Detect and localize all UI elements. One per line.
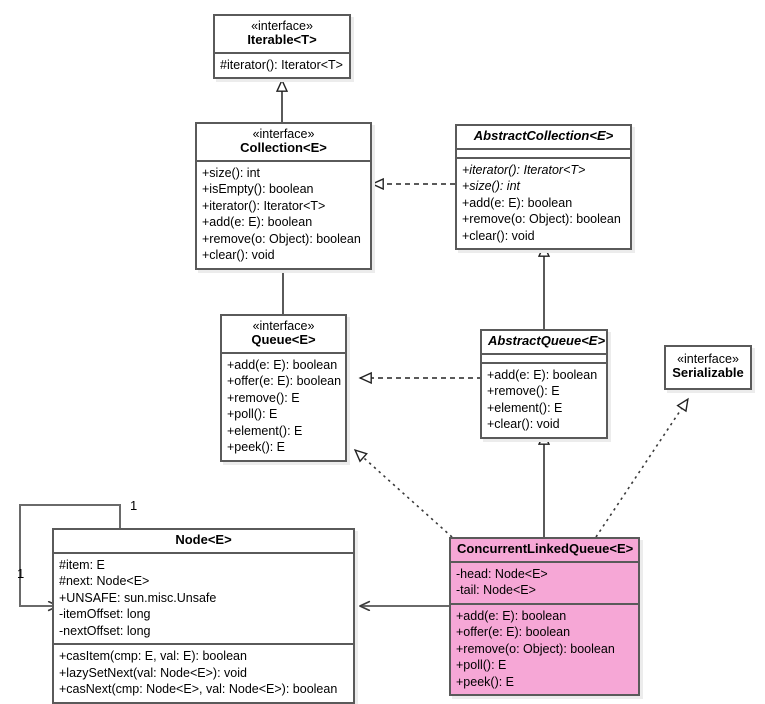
class-box-iterable[interactable]: «interface» Iterable<T> #iterator(): Ite… [213, 14, 351, 80]
class-methods-concurrent-linked-queue: +add(e: E): boolean +offer(e: E): boolea… [451, 602, 638, 695]
class-box-serializable[interactable]: «interface» Serializable [664, 345, 752, 390]
class-header-node: Node<E> [54, 530, 353, 552]
member-item: +size(): int [462, 179, 521, 194]
class-name-collection: Collection<E> [240, 140, 327, 155]
class-header-queue: «interface» Queue<E> [222, 316, 345, 352]
class-name-abstract-collection: AbstractCollection<E> [473, 128, 614, 143]
member-item: +UNSAFE: sun.misc.Unsafe [59, 590, 217, 605]
member-item: +iterator(): Iterator<T> [462, 162, 586, 177]
member-item: +offer(e: E): boolean [456, 625, 571, 640]
class-methods-queue: +add(e: E): boolean +offer(e: E): boolea… [222, 351, 345, 460]
member-item: #item: E [59, 557, 105, 572]
member-item: +remove(o: Object): boolean [202, 231, 361, 246]
class-header-abstract-queue: AbstractQueue<E> [482, 331, 606, 353]
member-item: +poll(): E [456, 658, 507, 673]
member-item: #next: Node<E> [59, 574, 150, 589]
class-name-concurrent-linked-queue: ConcurrentLinkedQueue<E> [457, 541, 634, 556]
multiplicity-node-self-bottom: 1 [17, 566, 25, 581]
member-item: +casNext(cmp: Node<E>, val: Node<E>): bo… [59, 682, 338, 697]
class-attributes-concurrent-linked-queue: -head: Node<E> -tail: Node<E> [451, 560, 638, 603]
multiplicity-node-self-top: 1 [130, 498, 138, 513]
member-item: +element(): E [487, 400, 563, 415]
class-stereotype-iterable: «interface» [251, 19, 313, 33]
class-methods-abstract-collection: +iterator(): Iterator<T> +size(): int +a… [457, 156, 630, 249]
class-header-collection: «interface» Collection<E> [197, 124, 370, 160]
class-attributes-abstract-queue [482, 352, 606, 362]
member-item: +lazySetNext(val: Node<E>): void [59, 665, 247, 680]
member-item: +peek(): E [456, 674, 515, 689]
member-item: +add(e: E): boolean [202, 215, 313, 230]
member-item: +peek(): E [227, 440, 286, 455]
member-item: +remove(o: Object): boolean [456, 641, 615, 656]
class-attributes-abstract-collection [457, 147, 630, 157]
class-box-node[interactable]: Node<E> #item: E #next: Node<E> +UNSAFE:… [52, 528, 355, 704]
member-item: +add(e: E): boolean [462, 195, 573, 210]
class-methods-node: +casItem(cmp: E, val: E): boolean +lazyS… [54, 643, 353, 702]
member-item: -tail: Node<E> [456, 583, 536, 598]
class-box-abstract-queue[interactable]: AbstractQueue<E> +add(e: E): boolean +re… [480, 329, 608, 439]
member-item: +add(e: E): boolean [487, 367, 598, 382]
member-item: +remove(o: Object): boolean [462, 212, 621, 227]
edge-clq-implements-serializable [595, 399, 688, 538]
class-name-iterable: Iterable<T> [247, 32, 317, 47]
member-item: +clear(): void [462, 228, 535, 243]
member-item: +remove(): E [487, 384, 560, 399]
class-name-serializable: Serializable [672, 365, 744, 380]
member-item: +clear(): void [487, 417, 560, 432]
class-methods-abstract-queue: +add(e: E): boolean +remove(): E +elemen… [482, 361, 606, 437]
member-item: +offer(e: E): boolean [227, 374, 342, 389]
edge-clq-implements-queue [355, 450, 453, 538]
class-methods-iterable: #iterator(): Iterator<T> [215, 51, 349, 78]
class-box-concurrent-linked-queue[interactable]: ConcurrentLinkedQueue<E> -head: Node<E> … [449, 537, 640, 697]
member-item: #iterator(): Iterator<T> [220, 57, 343, 72]
member-item: +remove(): E [227, 390, 300, 405]
member-item: +casItem(cmp: E, val: E): boolean [59, 649, 247, 664]
class-stereotype-queue: «interface» [252, 319, 315, 333]
class-name-node: Node<E> [175, 532, 232, 547]
member-item: +size(): int [202, 165, 261, 180]
class-header-iterable: «interface» Iterable<T> [215, 16, 349, 52]
member-item: -head: Node<E> [456, 566, 548, 581]
class-box-collection[interactable]: «interface» Collection<E> +size(): int +… [195, 122, 372, 270]
member-item: -itemOffset: long [59, 607, 151, 622]
class-stereotype-serializable: «interface» [677, 352, 739, 366]
member-item: +element(): E [227, 423, 303, 438]
class-box-abstract-collection[interactable]: AbstractCollection<E> +iterator(): Itera… [455, 124, 632, 251]
class-header-concurrent-linked-queue: ConcurrentLinkedQueue<E> [451, 539, 638, 561]
class-methods-collection: +size(): int +isEmpty(): boolean +iterat… [197, 159, 370, 268]
class-name-abstract-queue: AbstractQueue<E> [488, 333, 606, 348]
member-item: +add(e: E): boolean [227, 357, 338, 372]
class-header-serializable: «interface» Serializable [666, 347, 750, 388]
member-item: +clear(): void [202, 248, 275, 263]
class-box-queue[interactable]: «interface» Queue<E> +add(e: E): boolean… [220, 314, 347, 462]
member-item: +poll(): E [227, 407, 278, 422]
class-stereotype-collection: «interface» [252, 127, 315, 141]
member-item: +add(e: E): boolean [456, 608, 567, 623]
member-item: -nextOffset: long [59, 623, 151, 638]
class-header-abstract-collection: AbstractCollection<E> [457, 126, 630, 148]
class-attributes-node: #item: E #next: Node<E> +UNSAFE: sun.mis… [54, 551, 353, 644]
member-item: +isEmpty(): boolean [202, 182, 314, 197]
class-name-queue: Queue<E> [251, 332, 316, 347]
member-item: +iterator(): Iterator<T> [202, 198, 326, 213]
